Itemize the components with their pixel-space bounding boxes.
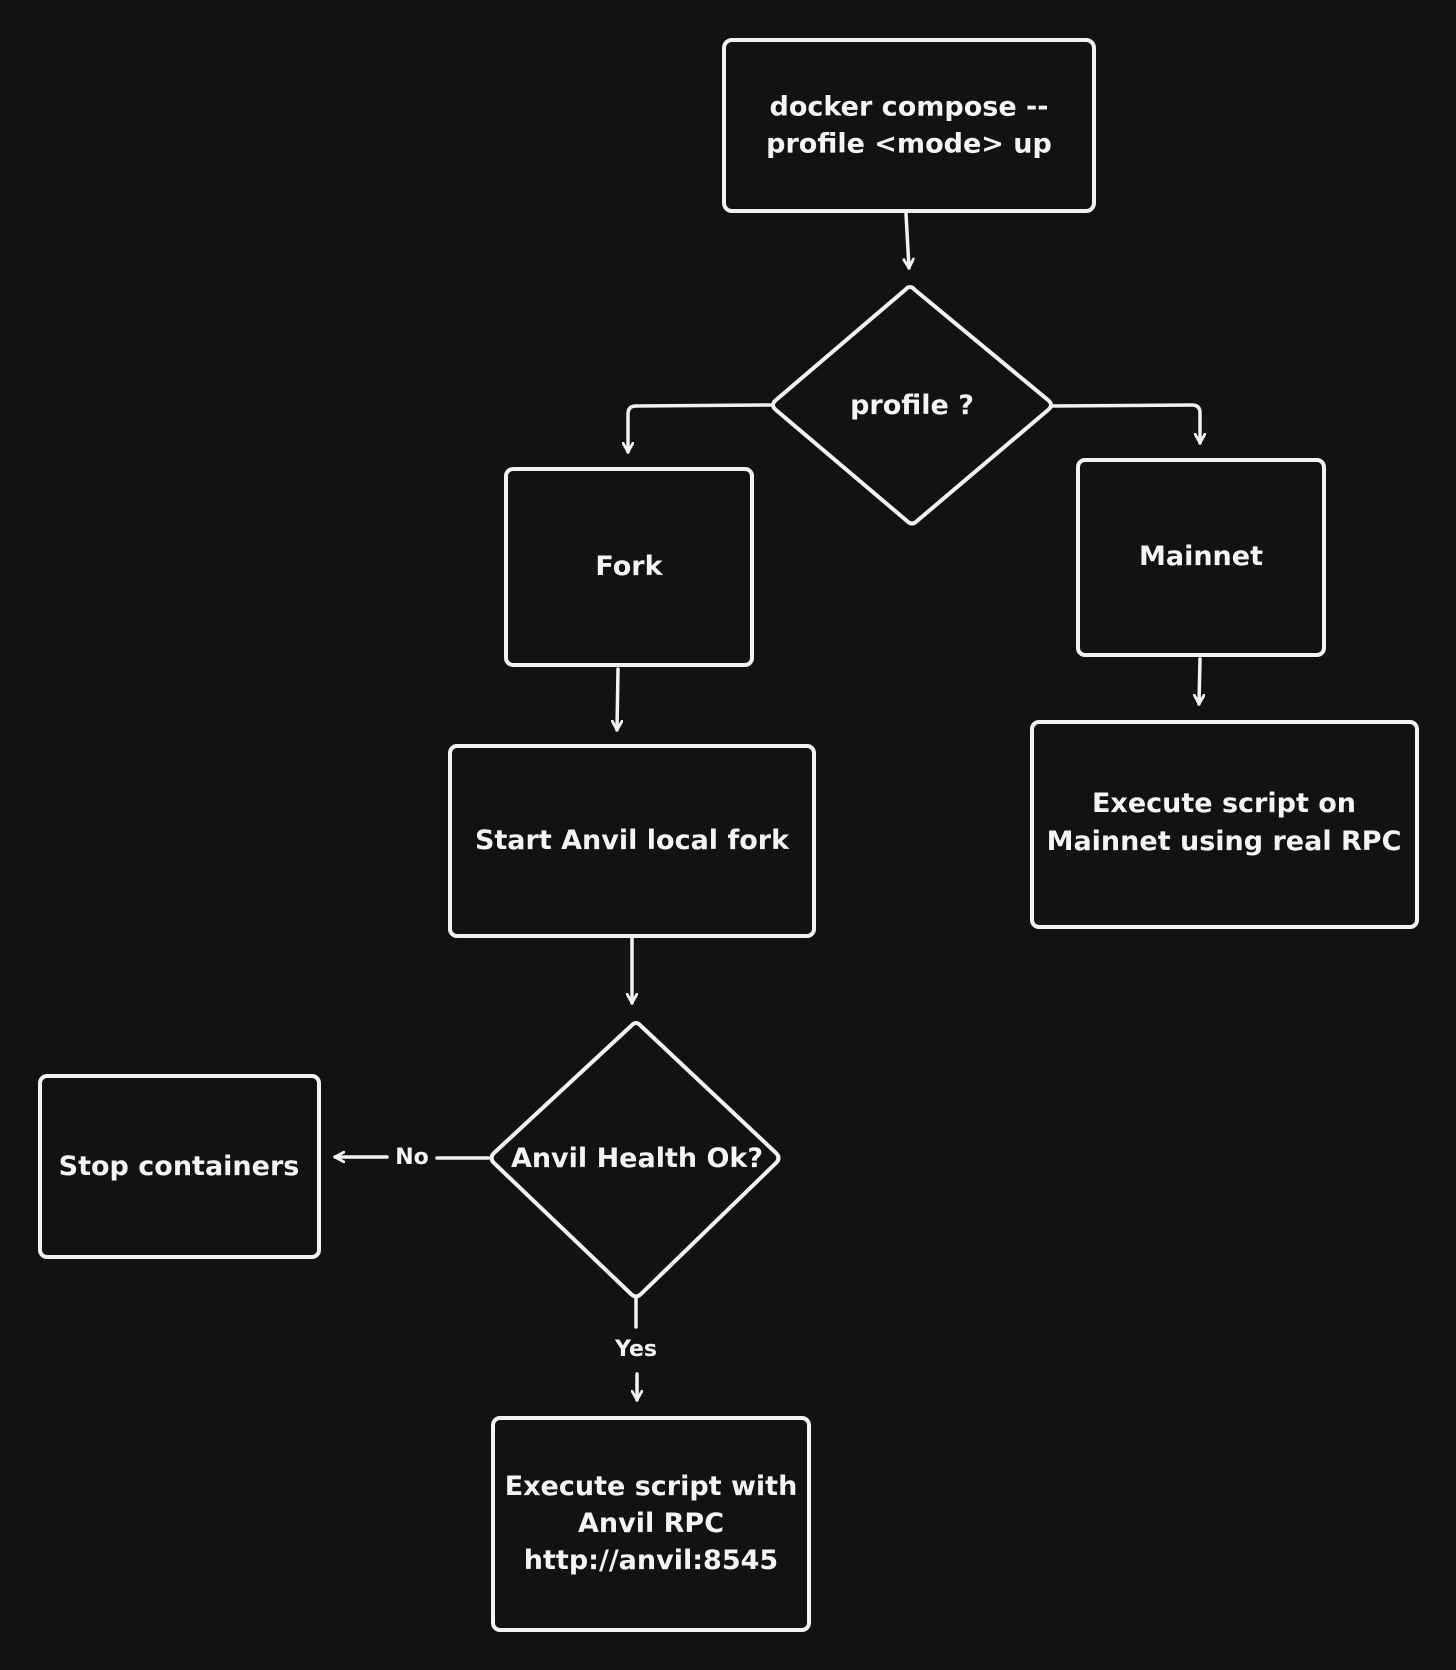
mainnet-line-1: Mainnet (1139, 541, 1263, 572)
node-execute-mainnet: Execute script on Mainnet using real RPC (1030, 720, 1419, 929)
edge-compose-to-profile (906, 212, 909, 270)
node-health-decision-label: Anvil Health Ok? (511, 1143, 763, 1174)
health-decision-line-1: Anvil Health Ok? (511, 1143, 763, 1174)
node-mainnet-box (1076, 458, 1326, 657)
node-execute-mainnet-label: Execute script on Mainnet using real RPC (1047, 788, 1402, 857)
edge-profile-to-fork (628, 403, 772, 454)
node-execute-anvil-box (491, 1416, 811, 1632)
execute-anvil-line-1: Execute script with (505, 1471, 798, 1502)
node-anvil-fork: Start Anvil local fork (448, 744, 816, 938)
node-profile-decision-label: profile ? (850, 390, 974, 421)
execute-mainnet-line-2: Mainnet using real RPC (1047, 826, 1402, 857)
execute-mainnet-line-1: Execute script on (1092, 788, 1356, 819)
node-docker-compose-box (722, 38, 1096, 213)
node-stop-containers: Stop containers (38, 1074, 321, 1259)
anvil-fork-line-1: Start Anvil local fork (475, 825, 790, 856)
node-docker-compose-label: docker compose -- profile <mode> up (766, 91, 1052, 159)
node-fork-label: Fork (595, 551, 663, 582)
node-profile-decision-diamond (771, 285, 1053, 526)
node-fork: Fork (504, 467, 754, 667)
node-stop-containers-label: Stop containers (59, 1151, 300, 1182)
edge-mainnet-to-execute-mainnet (1199, 657, 1200, 706)
edge-fork-to-anvil (617, 667, 618, 732)
compose-line-1: docker compose -- (770, 91, 1049, 122)
execute-anvil-line-3: http://anvil:8545 (524, 1545, 778, 1576)
compose-line-2: profile <mode> up (766, 128, 1052, 159)
node-anvil-fork-label: Start Anvil local fork (475, 825, 790, 856)
node-profile-decision: profile ? (771, 285, 1053, 526)
execute-anvil-line-2: Anvil RPC (578, 1508, 724, 1539)
node-anvil-fork-box (448, 744, 816, 938)
edges (333, 212, 1200, 1402)
node-health-decision-diamond (489, 1021, 781, 1299)
edge-label-yes: Yes (614, 1337, 657, 1362)
profile-decision-line-1: profile ? (850, 390, 974, 421)
node-fork-box (504, 467, 754, 667)
node-mainnet: Mainnet (1076, 458, 1326, 657)
edge-profile-to-mainnet (1050, 403, 1200, 445)
stop-containers-line-1: Stop containers (59, 1151, 300, 1182)
edge-label-no: No (395, 1145, 429, 1170)
node-mainnet-label: Mainnet (1139, 541, 1263, 572)
node-execute-mainnet-box (1030, 720, 1419, 929)
node-health-decision: Anvil Health Ok? (489, 1021, 781, 1299)
node-stop-containers-box (38, 1074, 321, 1259)
fork-line-1: Fork (595, 551, 663, 582)
node-docker-compose: docker compose -- profile <mode> up (722, 38, 1096, 213)
